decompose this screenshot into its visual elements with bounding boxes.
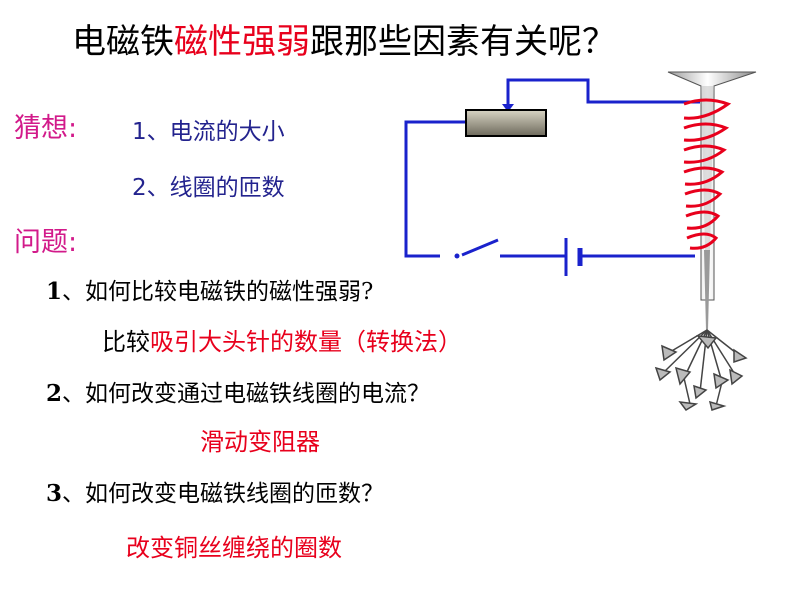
question-3-number: 3 xyxy=(46,480,63,507)
question-2: 2、如何改变通过电磁铁线圈的电流？ xyxy=(46,374,430,408)
answer-2: 滑动变阻器 xyxy=(200,422,320,457)
guess-item-2: 2、线圈的匝数 xyxy=(132,175,285,201)
pins-cluster-icon xyxy=(654,329,748,411)
answer-2-red: 滑动变阻器 xyxy=(200,428,320,456)
guess-heading: 猜想: xyxy=(14,113,78,144)
circuit-wires xyxy=(404,78,700,258)
title-highlight: 磁性强弱 xyxy=(174,22,310,62)
slider-arrow-icon xyxy=(502,104,514,112)
battery-icon xyxy=(564,238,583,276)
coil-icon xyxy=(683,98,732,250)
guess-item-1: 1、电流的大小 xyxy=(132,119,285,145)
question-heading: 问题: xyxy=(14,227,78,258)
title-part-1: 电磁铁 xyxy=(72,22,174,62)
title-part-3: 跟那些因素有关呢？ xyxy=(310,22,616,62)
question-1-number: 1 xyxy=(46,278,63,305)
answer-3: 改变铜丝缠绕的圈数 xyxy=(126,528,342,563)
question-2-number: 2 xyxy=(46,380,63,407)
answer-1: 比较吸引大头针的数量（转换法） xyxy=(102,322,462,357)
answer-1-black: 比较 xyxy=(102,328,150,356)
question-1: 1、如何比较电磁铁的磁性强弱? xyxy=(46,272,373,306)
rheostat-icon xyxy=(465,109,547,137)
question-1-text: 、如何比较电磁铁的磁性强弱? xyxy=(62,279,374,305)
slide-title: 电磁铁磁性强弱跟那些因素有关呢？ xyxy=(72,14,616,63)
question-2-text: 、如何改变通过电磁铁线圈的电流？ xyxy=(62,381,431,407)
question-3: 3、如何改变电磁铁线圈的匝数？ xyxy=(46,474,384,508)
question-3-text: 、如何改变电磁铁线圈的匝数？ xyxy=(62,481,385,507)
answer-1-red: 吸引大头针的数量（转换法） xyxy=(150,328,462,356)
answer-3-red: 改变铜丝缠绕的圈数 xyxy=(126,534,342,562)
switch-icon xyxy=(454,253,460,259)
